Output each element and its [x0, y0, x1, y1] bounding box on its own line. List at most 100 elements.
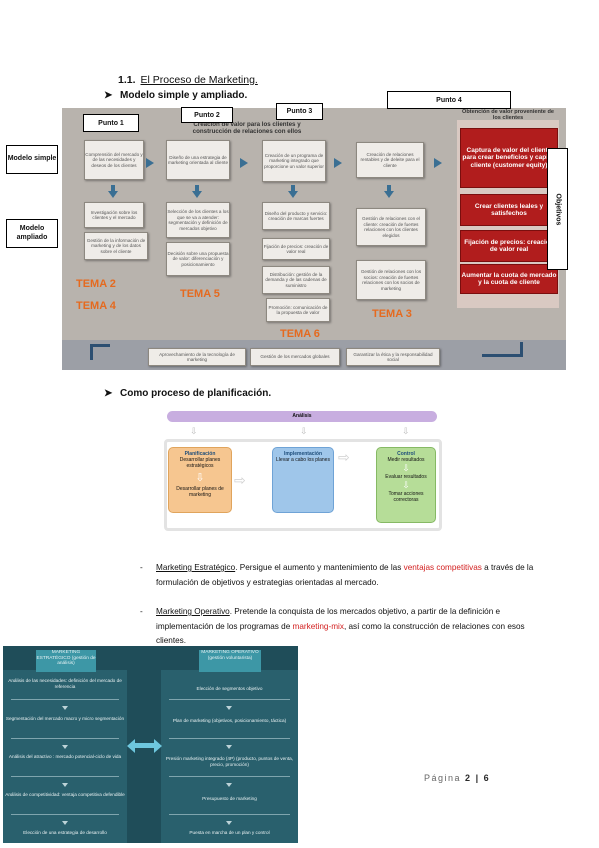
implementacion-title: Implementación: [283, 451, 323, 457]
implementacion-box: Implementación Llevar a cabo los planes: [272, 447, 334, 513]
label-modelo-simple: Modelo simple: [6, 145, 58, 174]
paragraph-estrategico: Marketing Estratégico. Persigue el aumen…: [156, 561, 556, 590]
head-operativo: MARKETING OPERATIVO (gestión voluntarist…: [199, 650, 261, 672]
right-arrow-icon: ⇨: [234, 472, 246, 488]
bullet-arrow-icon: ➤: [104, 90, 113, 101]
right-item-2: Plan de marketing (objetivos, posicionam…: [172, 718, 287, 723]
col3-box-1: Diseño del producto y servicio: creación…: [262, 202, 330, 230]
bullet-modelo-text: Modelo simple y ampliado.: [120, 90, 248, 101]
page-total: 6: [483, 773, 491, 783]
label-objetivos: Objetivos: [547, 148, 568, 270]
bullet-arrow-icon: ➤: [104, 388, 113, 399]
down-arrow-icon: ⇩: [195, 472, 205, 484]
planificacion-box: Planificación Desarrollar planes estraté…: [168, 447, 232, 513]
right-arrow-icon: [334, 158, 342, 168]
down-arrow-icon: [192, 191, 202, 198]
paragraph-operativo: Marketing Operativo. Pretende la conquis…: [156, 605, 556, 649]
left-item-5: Elección de una estrategia de desarrollo: [23, 830, 107, 835]
tema-3: TEMA 3: [372, 308, 412, 320]
down-arrow-icon: ⇩: [402, 463, 410, 473]
left-item-3: Análisis del atractivo : mercado potenci…: [8, 754, 122, 759]
right-arrow-icon: [240, 158, 248, 168]
down-arrow-icon: ⇩: [300, 426, 308, 436]
top-box-2: Diseño de una estrategia de marketing or…: [166, 140, 230, 180]
control-line-3: Tomar acciones correctoras: [388, 491, 424, 503]
planificacion-title: Planificación: [184, 451, 216, 457]
down-arrow-icon: [108, 191, 118, 198]
red-box-1: Captura de valor del cliente para crear …: [460, 128, 558, 188]
label-modelo-ampliado: Modelo ampliado: [6, 219, 58, 248]
top-box-1: Comprensión del mercado y de las necesid…: [84, 140, 144, 180]
diagram-header-right: Obtención de valor proveniente de los cl…: [461, 109, 554, 122]
right-arrow-icon: [434, 158, 442, 168]
diagram-header-main: Creación de valor para los clientes y co…: [192, 121, 302, 135]
right-item-3: Presión marketing integrado (4P) (produc…: [165, 756, 294, 767]
col3-box-3: Distribución: gestión de la demanda y de…: [262, 266, 330, 294]
planificacion-line-1: Desarrollar planes estratégicos: [179, 457, 221, 469]
top-box-3: Creación de un programa de marketing int…: [262, 140, 326, 182]
bottom-box-3: Garantizar la ética y la responsabilidad…: [346, 348, 440, 366]
page-current: 2: [465, 773, 472, 783]
marketing-process-photo: Creación de valor para los clientes y co…: [62, 108, 566, 370]
red-box-4: Aumentar la cuota de mercado y la cuota …: [460, 264, 558, 294]
left-item-2: Segmentación del mercado macro y micro s…: [5, 716, 125, 721]
right-arrow-icon: ⇨: [338, 449, 350, 465]
bullet-planificacion: ➤ Como proceso de planificación.: [104, 388, 271, 399]
control-line-1: Medir resultados: [387, 457, 425, 463]
tema-2: TEMA 2: [76, 278, 116, 290]
control-box: Control Medir resultados ⇩ Evaluar resul…: [376, 447, 436, 523]
section-number: 1.1.: [118, 74, 136, 86]
down-arrow-icon: [288, 191, 298, 198]
section-heading: 1.1. El Proceso de Marketing.: [118, 74, 258, 86]
down-arrow-icon: [384, 191, 394, 198]
col2-box-2: Decisión sobre una propuesta de valor: d…: [166, 242, 230, 276]
col3-box-4: Promoción: comunicación de la propuesta …: [266, 298, 330, 322]
section-title: El Proceso de Marketing.: [140, 74, 258, 86]
right-arrow-icon: [146, 158, 154, 168]
page-number: Página 2 | 6: [424, 773, 490, 783]
col1-box-1: Investigación sobre los clientes y el me…: [84, 202, 144, 228]
bullet-planificacion-text: Como proceso de planificación.: [120, 388, 272, 399]
tema-6: TEMA 6: [280, 328, 320, 340]
label-punto-1: Punto 1: [83, 114, 139, 132]
right-item-1: Elección de segmentos objetivo: [196, 686, 263, 691]
col4-box-1: Gestión de relaciones con el cliente: cr…: [356, 208, 426, 246]
label-punto-3: Punto 3: [276, 103, 323, 120]
left-item-1: Análisis de las necesidades: definición …: [8, 678, 122, 689]
label-punto-2: Punto 2: [181, 107, 233, 123]
right-arrow-icon: [154, 739, 162, 753]
right-item-4: Presupuesto de marketing: [202, 796, 257, 801]
page-separator: |: [475, 773, 480, 783]
term-estrategico: Marketing Estratégico: [156, 563, 236, 572]
head-estrategico: MARKETING ESTRATÉGICO (gestión de anális…: [36, 650, 96, 672]
control-line-2: Evaluar resultados: [385, 474, 427, 480]
right-item-5: Puesta en marcha de un plan y control: [189, 830, 270, 835]
bottom-box-2: Gestión de los mercados globales: [250, 348, 340, 366]
label-objetivos-text: Objetivos: [554, 193, 561, 225]
left-item-4: Análisis de competitividad: ventaja comp…: [5, 792, 125, 797]
top-box-4: Creación de relaciones rentables y de de…: [356, 142, 424, 178]
red-box-3: Fijación de precios: creación de valor r…: [460, 230, 558, 262]
planificacion-line-2: Desarrollar planes de marketing: [176, 486, 224, 498]
p1-highlight: ventajas competitivas: [403, 563, 482, 572]
tema-5: TEMA 5: [180, 288, 220, 300]
analisis-bar: Análisis: [167, 411, 437, 422]
label-punto-4: Punto 4: [387, 91, 511, 109]
tema-4: TEMA 4: [76, 300, 116, 312]
down-arrow-icon: ⇩: [402, 480, 410, 490]
p1-text-a: . Persigue el aumento y mantenimiento de…: [235, 563, 404, 572]
bottom-box-1: Aprovechamiento de la tecnología de mark…: [148, 348, 246, 366]
p1-text-b: a través de la formulación de objetivos …: [156, 563, 534, 587]
control-title: Control: [397, 451, 415, 457]
p2-text-a: . Pretende la conquista de los mercados …: [156, 607, 501, 631]
left-arrow-icon: [127, 739, 135, 753]
page-label: Página: [424, 773, 462, 783]
term-operativo: Marketing Operativo: [156, 607, 230, 616]
planning-diagram: Análisis ⇩ ⇩ ⇩ Planificación Desarrollar…: [164, 409, 442, 531]
down-arrow-icon: ⇩: [190, 426, 198, 436]
estrategico-operativo-diagram: MARKETING ESTRATÉGICO (gestión de anális…: [3, 646, 298, 843]
col2-box-1: Selección de los clientes a los que se v…: [166, 202, 230, 238]
implementacion-line-1: Llevar a cabo los planes: [276, 457, 330, 463]
red-box-2: Crear clientes leales y satisfechos: [460, 194, 558, 226]
down-arrow-icon: ⇩: [402, 426, 410, 436]
